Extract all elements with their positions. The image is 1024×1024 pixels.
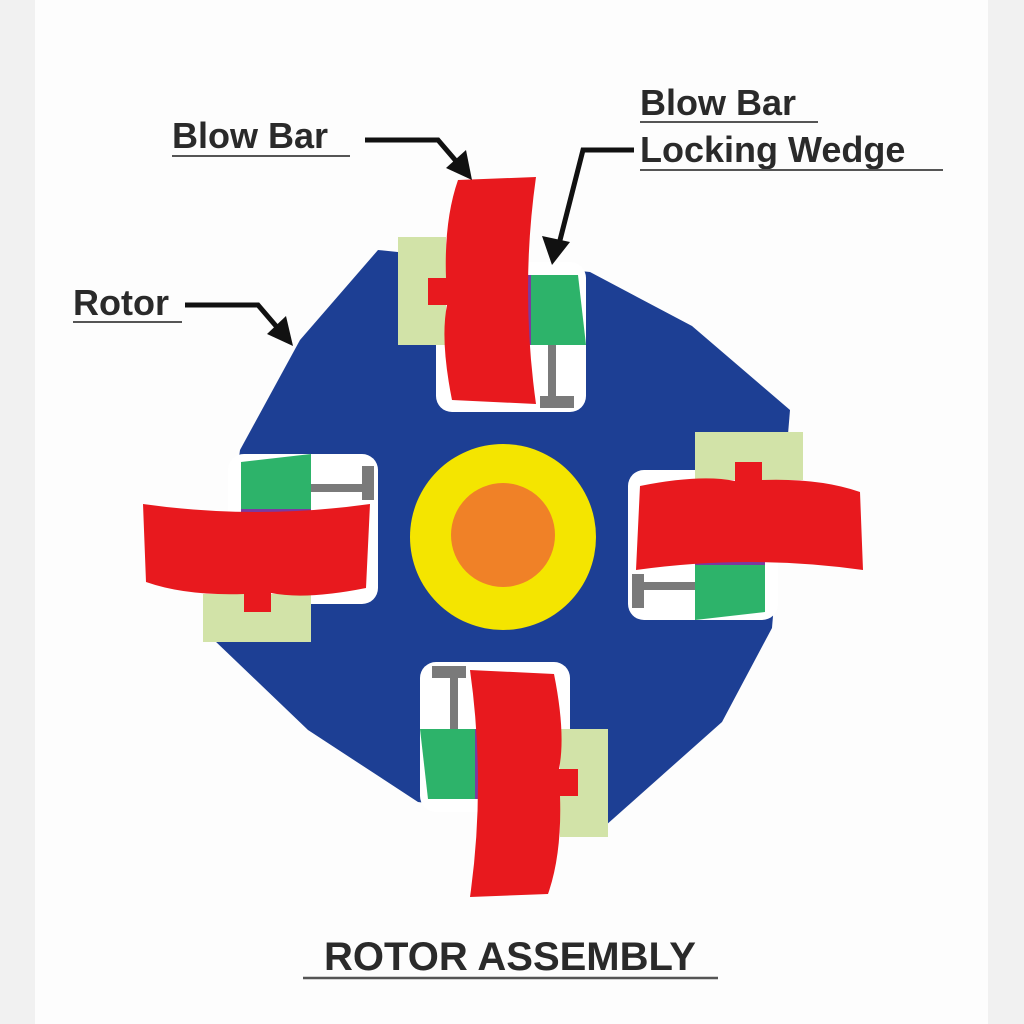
shaft [451,483,555,587]
arrowhead-icon [542,236,570,265]
arrow-rotor [185,302,284,335]
arrow-blow-bar [365,137,464,170]
arrow-locking-wedge [555,147,634,249]
label-blow-bar: Blow Bar [172,115,328,156]
label-rotor: Rotor [73,282,169,323]
label-locking-wedge-line1: Blow Bar [640,82,796,123]
arrowhead-icon [446,150,472,180]
arrowhead-icon [267,316,293,346]
diagram-title: ROTOR ASSEMBLY [324,935,696,979]
label-locking-wedge-line2: Locking Wedge [640,129,905,170]
